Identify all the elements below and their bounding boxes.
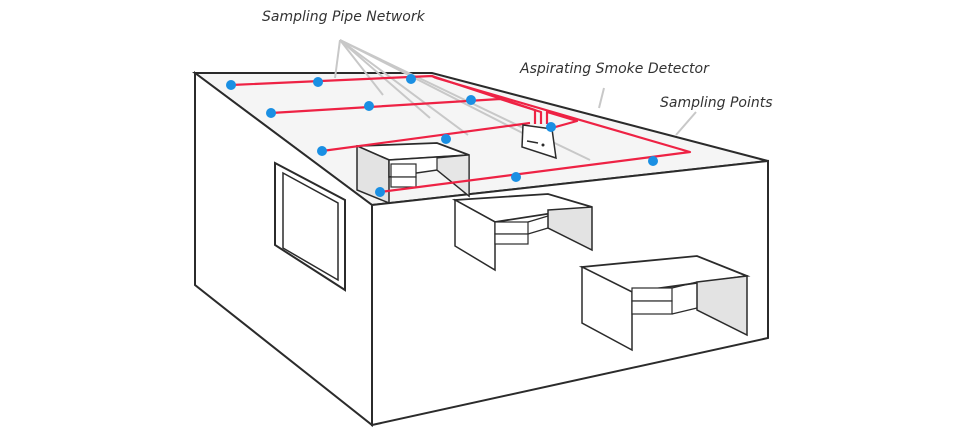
sampling-point [364,101,374,111]
sampling-points [226,74,658,197]
desk-3 [578,255,751,352]
sampling-point [266,108,276,118]
sampling-point [406,74,416,84]
sampling-point [313,77,323,87]
desk-2 [451,193,593,272]
desk-1 [356,142,470,205]
window-inner [282,171,339,282]
sampling-point [466,95,476,105]
detector-label: Aspirating Smoke Detector [520,61,709,77]
sampling-point [317,146,327,156]
sampling-point [226,80,236,90]
sampling-point [648,156,658,166]
aspirating-detector-icon [521,124,557,160]
sampling-points-label: Sampling Points [660,95,773,111]
pipe-network-label: Sampling Pipe Network [262,9,425,25]
sampling-point [375,187,385,197]
sampling-point [441,134,451,144]
sampling-point [546,122,556,132]
sampling-point [511,172,521,182]
sampling-pipe-network [230,74,692,194]
